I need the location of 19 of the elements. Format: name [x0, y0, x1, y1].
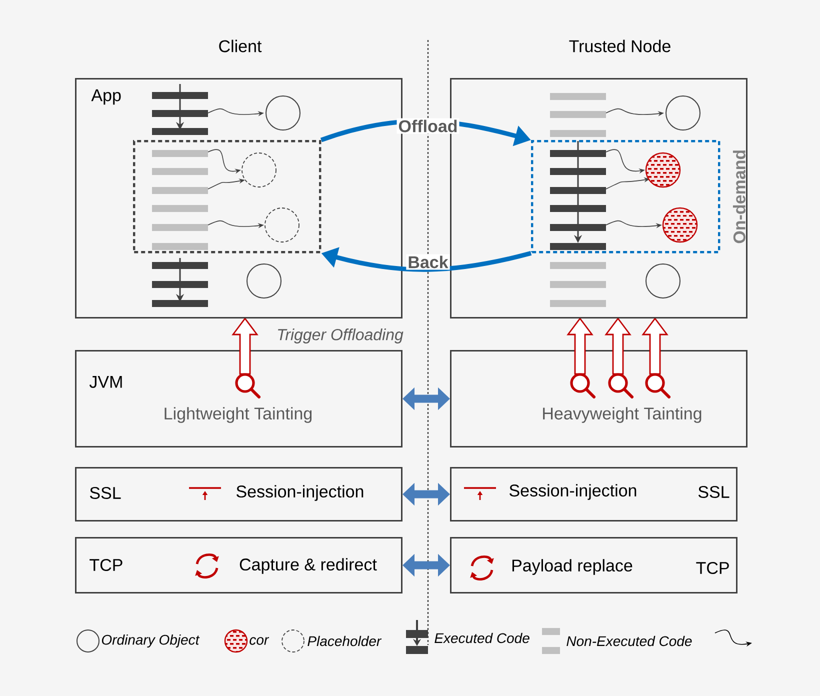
- layer-box: SSL Session-injection: [75, 467, 402, 522]
- layer-box: TCP Capture & redirect: [75, 537, 402, 594]
- legend-entry: Non-Executed Code: [542, 628, 692, 654]
- layer-box: Heavyweight Tainting: [450, 350, 748, 448]
- layer-box: JVM Lightweight Tainting: [75, 350, 402, 448]
- node-label: On-demand: [732, 150, 746, 244]
- column-heading: Client: [219, 40, 262, 52]
- legend-entry: Placeholder: [282, 630, 382, 652]
- layer-box: Payload replace TCP: [450, 537, 738, 594]
- legend-entry: Executed Code: [406, 620, 530, 654]
- code-region-box: On-demand: [531, 140, 746, 254]
- legend-entry: Ordinary Object: [76, 630, 200, 652]
- legend-entry: cor: [224, 629, 270, 653]
- edge-label: Trigger Offloading: [275, 327, 405, 345]
- edge-label: Offload: [396, 118, 460, 134]
- column-heading: Trusted Node: [569, 40, 670, 52]
- code-region-box: [133, 140, 322, 254]
- edge-label: Back: [406, 254, 450, 270]
- layer-box: Session-injection SSL: [450, 467, 738, 522]
